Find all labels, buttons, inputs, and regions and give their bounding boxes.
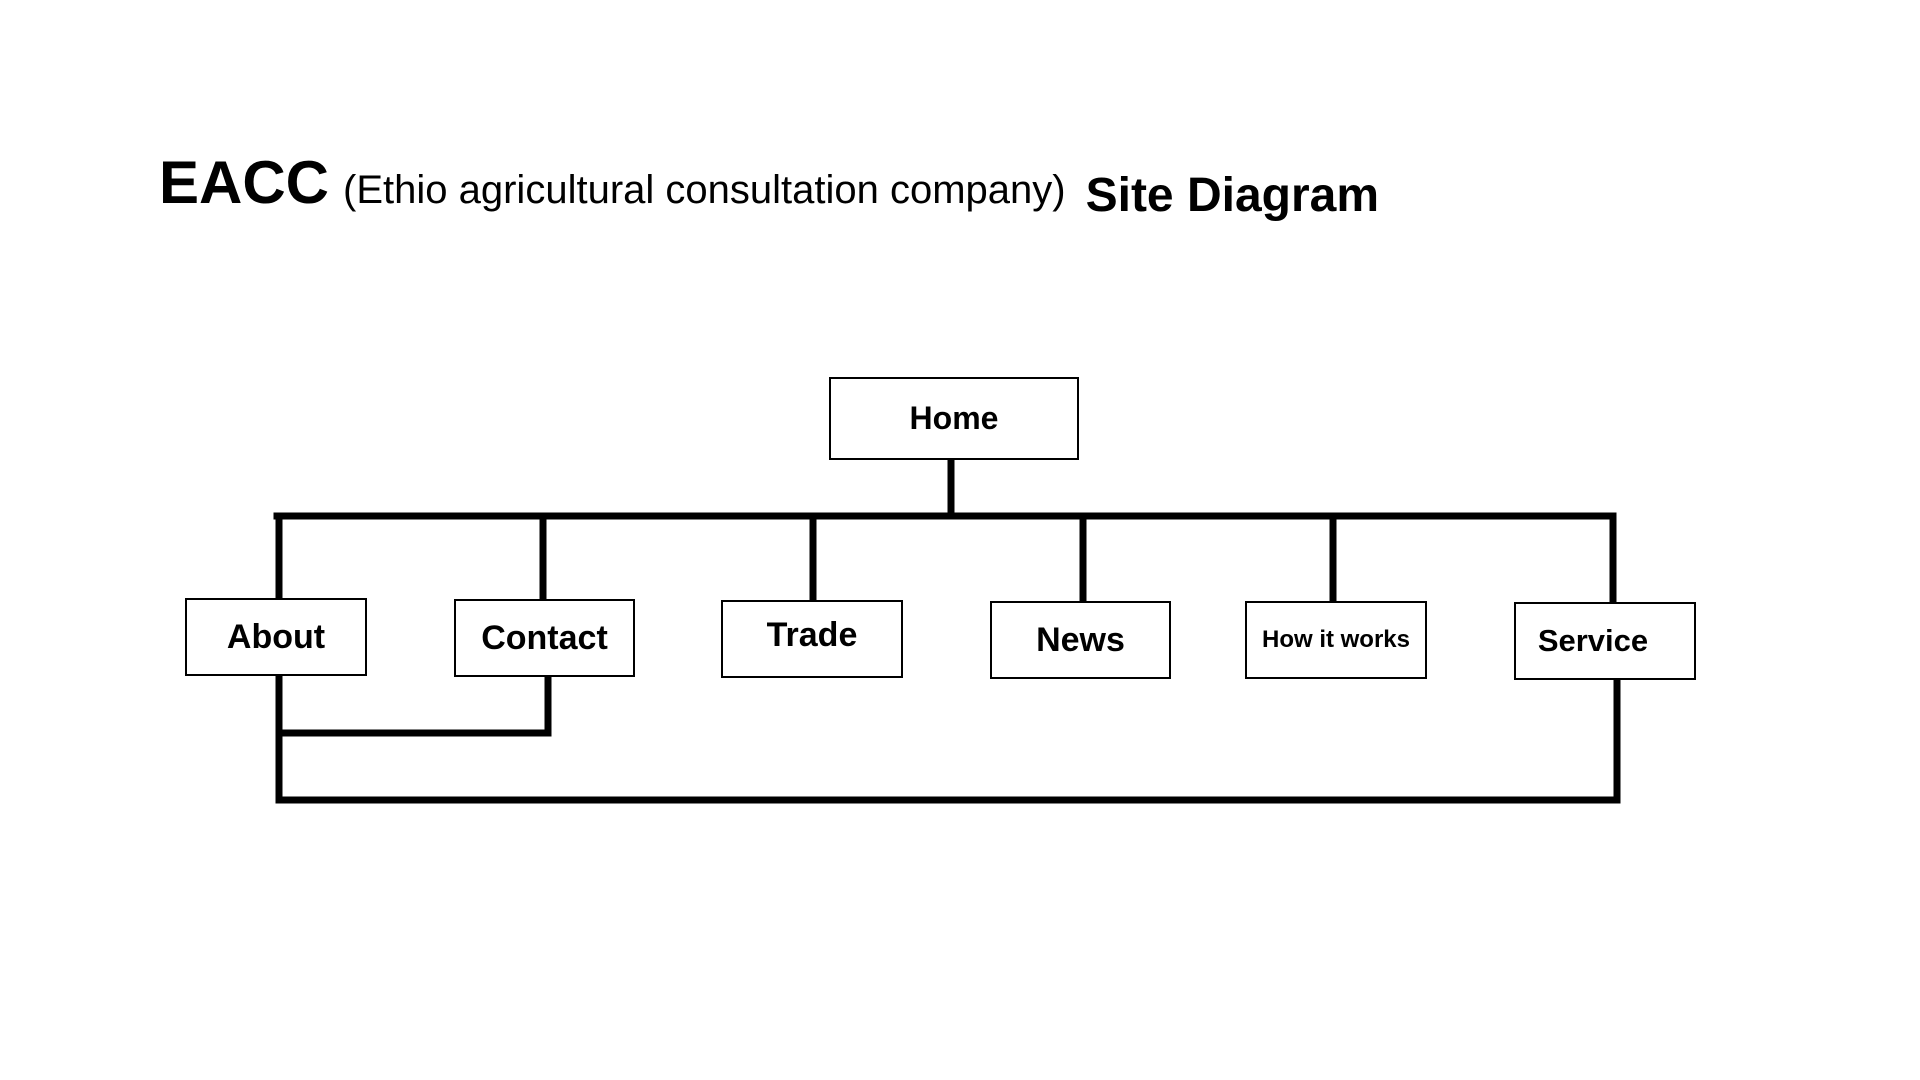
node-how-it-works-label: How it works [1261,626,1411,653]
title-brand: EACC [159,149,330,216]
node-service-label: Service [1537,623,1649,658]
node-contact-label: Contact [481,618,608,657]
node-contact: Contact [454,599,635,677]
node-service: Service [1514,602,1696,680]
node-trade-label: Trade [766,615,858,654]
node-news: News [990,601,1171,679]
node-trade: Trade [721,600,903,678]
bottom-loop [275,675,1621,804]
node-about: About [185,598,367,676]
diagram-title: EACC (Ethio agricultural consultation co… [159,148,1379,222]
title-site-diagram: Site Diagram [1085,169,1380,222]
node-how-it-works: How it works [1245,601,1427,679]
node-about-label: About [226,617,326,656]
node-home: Home [829,377,1079,460]
node-news-label: News [1036,620,1125,659]
node-home-label: Home [909,400,999,436]
about-contact-link [275,672,552,737]
title-subtitle: (Ethio agricultural consultation company… [343,168,1066,212]
